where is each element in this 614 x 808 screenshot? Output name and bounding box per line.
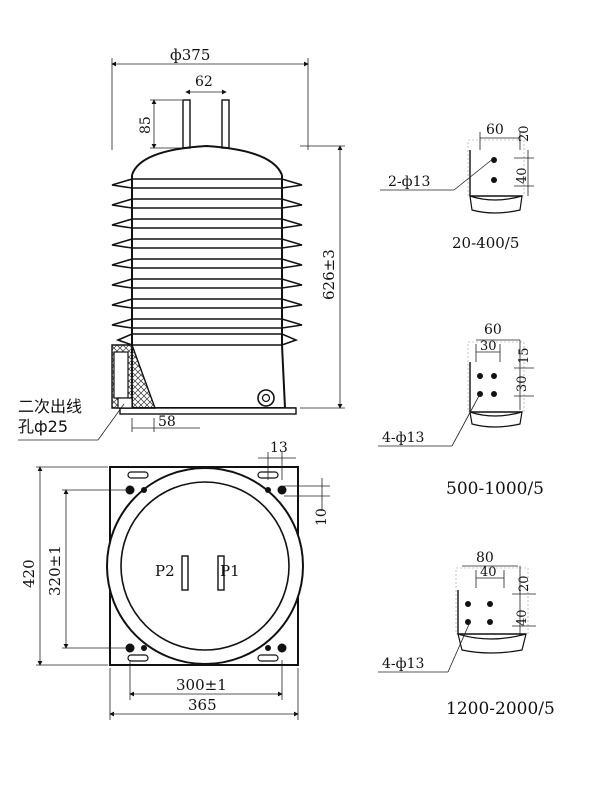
detail-a-holes: 2-ф13 bbox=[388, 174, 430, 190]
detail-500-1000: 60 30 15 30 4-ф13 500-1000/5 bbox=[378, 322, 544, 499]
dim-body-height: 626±3 bbox=[320, 249, 338, 300]
dim-edge-13: 13 bbox=[270, 440, 288, 456]
plan-view: P2 P1 420 320±1 300±1 365 13 10 bbox=[20, 440, 330, 720]
shed-6 bbox=[111, 278, 303, 289]
detail-c-width: 80 bbox=[476, 550, 494, 566]
detail-b-holes: 4-ф13 bbox=[382, 430, 424, 446]
shed-1 bbox=[111, 178, 303, 189]
base-plate bbox=[119, 407, 297, 415]
shed-bottom bbox=[115, 333, 299, 346]
inner-ring bbox=[120, 481, 290, 651]
secondary-outlet-label-2: 孔ф25 bbox=[18, 417, 68, 436]
dim-base-depth: 420 bbox=[20, 559, 38, 588]
detail-b-top: 15 bbox=[517, 347, 532, 364]
detail-b-rating: 500-1000/5 bbox=[446, 479, 544, 499]
mounting-hole-secondary-4 bbox=[265, 645, 271, 651]
detail-c-holes: 4-ф13 bbox=[382, 656, 424, 672]
mounting-hole-4 bbox=[277, 643, 287, 653]
detail-b-width: 60 bbox=[484, 322, 502, 338]
mounting-hole-secondary-2 bbox=[265, 487, 271, 493]
mounting-hole-secondary-1 bbox=[141, 487, 147, 493]
dim-base-offset: 58 bbox=[158, 414, 176, 430]
terminal-p2-bar bbox=[181, 555, 189, 591]
shed-3 bbox=[111, 218, 303, 229]
terminal-p2-label: P2 bbox=[155, 562, 175, 580]
mounting-hole-secondary-3 bbox=[141, 645, 147, 651]
corner-slot-4 bbox=[257, 654, 279, 662]
detail-a-width: 60 bbox=[486, 122, 504, 138]
detail-1200-2000: 80 40 20 40 4-ф13 1200-2000/5 bbox=[378, 550, 555, 719]
detail-b-half: 30 bbox=[480, 339, 497, 354]
secondary-outlet-label-1: 二次出线 bbox=[18, 397, 82, 416]
shed-7 bbox=[111, 298, 303, 309]
detail-20-400: 60 20 40 2-ф13 20-400/5 bbox=[380, 122, 534, 252]
mounting-hole-2 bbox=[277, 485, 287, 495]
dim-bolt-depth: 320±1 bbox=[46, 545, 64, 596]
detail-a-side: 40 bbox=[515, 167, 530, 184]
detail-c-top: 20 bbox=[517, 575, 532, 592]
shed-4 bbox=[111, 238, 303, 249]
insulator-sheds bbox=[111, 178, 303, 346]
corner-slot-3 bbox=[127, 654, 149, 662]
front-elevation: ф375 62 85 626±3 bbox=[18, 46, 345, 441]
dim-terminal-spacing: 62 bbox=[195, 74, 213, 90]
dim-top-diameter: ф375 bbox=[170, 46, 210, 64]
shed-8 bbox=[111, 318, 303, 329]
dim-edge-10: 10 bbox=[314, 508, 330, 526]
detail-c-rating: 1200-2000/5 bbox=[446, 699, 555, 719]
shed-5 bbox=[111, 258, 303, 269]
detail-b-side: 30 bbox=[515, 375, 530, 392]
terminal-p1-bar bbox=[217, 555, 225, 591]
dim-terminal-height: 85 bbox=[138, 116, 154, 134]
mounting-hole-1 bbox=[125, 485, 135, 495]
dim-bolt-width: 300±1 bbox=[176, 676, 227, 694]
primary-terminal-right bbox=[221, 99, 230, 149]
shed-2 bbox=[111, 198, 303, 209]
detail-a-top: 20 bbox=[517, 125, 532, 142]
dim-base-width: 365 bbox=[188, 696, 217, 714]
corner-slot-1 bbox=[127, 471, 149, 479]
primary-terminal-left bbox=[182, 99, 191, 149]
detail-a-rating: 20-400/5 bbox=[452, 234, 519, 252]
detail-c-half: 40 bbox=[480, 565, 497, 580]
terminal-p1-label: P1 bbox=[220, 562, 240, 580]
detail-c-side: 40 bbox=[515, 609, 530, 626]
mounting-hole-3 bbox=[125, 643, 135, 653]
